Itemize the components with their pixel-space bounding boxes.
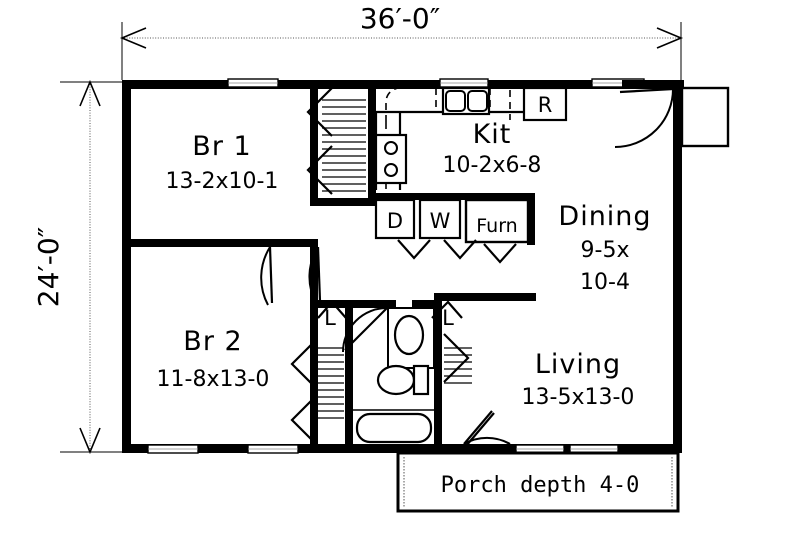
dining-dim: 9-5x [581,238,630,263]
window-kitchen-top [439,78,489,88]
living-name: Living [535,349,621,380]
window-br2-bottom-right [247,444,299,454]
door-bath [342,300,396,353]
dimension-left: 24′-0″ [32,79,126,455]
living-dim: 13-5x13-0 [522,385,635,410]
door-br1 [308,246,322,304]
bath-vanity-sink [387,307,435,369]
linen-closet-left: L [317,300,347,330]
overall-depth-label: 24′-0″ [32,227,65,307]
bath-tub [353,409,434,444]
door-br1-closet [306,87,333,195]
dining-dim-2: 10-4 [580,270,630,295]
linen-left-label: L [324,306,336,330]
door-utility-closet [397,239,517,264]
room-label-living: Living 13-5x13-0 [522,349,635,410]
br1-name: Br 1 [192,131,251,162]
br2-dim: 11-8x13-0 [157,367,270,392]
exterior-walls [122,80,682,453]
door-living-closet [443,333,470,383]
refrigerator-label: R [538,93,553,117]
washer: W [418,198,462,240]
window-group-bottom [147,444,619,454]
washer-label: W [430,209,451,233]
room-label-br1: Br 1 13-2x10-1 [166,131,279,194]
linen-closet-right: L [431,300,463,330]
room-label-br2: Br 2 11-8x13-0 [157,326,270,392]
door-living-to-porch [452,410,511,453]
kit-dim: 10-2x6-8 [443,153,542,178]
overall-width-label: 36′-0″ [360,2,440,35]
closet-br2-hanging-rod [318,347,344,419]
dishwasher-label: D [387,209,403,233]
door-br2-closet [290,339,317,445]
refrigerator: R [522,86,568,122]
range-cooktop [374,133,408,185]
dimension-top: 36′-0″ [119,2,684,80]
br1-dim: 13-2x10-1 [166,169,279,194]
porch-depth-label: Porch depth 4-0 [441,473,640,498]
door-br2 [260,246,274,306]
furnace: Furn [464,198,530,244]
closet-br1-hanging-rod [322,99,366,192]
room-label-kit: Kit 10-2x6-8 [443,119,542,178]
bath-toilet [376,364,430,396]
kitchen-sink [441,86,491,116]
kit-name: Kit [473,119,512,150]
furnace-label: Furn [476,215,517,237]
door-side-entry [614,80,684,148]
br2-name: Br 2 [183,326,242,357]
room-label-dining: Dining 9-5x 10-4 [558,201,651,295]
linen-right-label: L [442,306,454,330]
window-br2-bottom-left [147,444,199,454]
dining-name: Dining [558,201,651,232]
side-entry-stoop [680,86,730,148]
porch: Porch depth 4-0 [396,451,680,513]
window-br1-top [227,78,279,88]
dishwasher: D [374,198,416,240]
